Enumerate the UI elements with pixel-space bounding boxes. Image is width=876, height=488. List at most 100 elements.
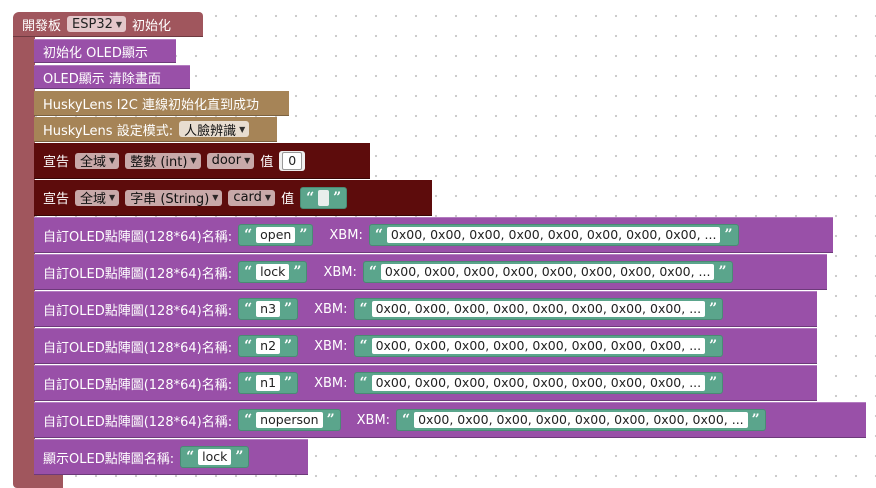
huskylens-mode-value: 人臉辨識: [184, 123, 237, 139]
bitmap-define-block-n3[interactable]: 自訂OLED點陣圖(128*64)名稱: “ n3 ” XBM: “ 0x00,…: [34, 291, 817, 327]
open-quote-icon: “: [306, 189, 315, 206]
xbm-value[interactable]: 0x00, 0x00, 0x00, 0x00, 0x00, 0x00, 0x00…: [371, 301, 706, 317]
close-quote-icon: ”: [333, 189, 342, 206]
close-quote-icon: ”: [751, 412, 760, 428]
oled-clear-block[interactable]: OLED顯示 清除畫面: [34, 65, 190, 89]
open-quote-icon: “: [374, 227, 383, 243]
huskylens-mode-dropdown[interactable]: 人臉辨識 ▼: [179, 121, 250, 139]
open-quote-icon: “: [359, 301, 368, 317]
open-quote-icon: “: [244, 264, 253, 280]
declare-string-type-dropdown[interactable]: 字串 (String) ▼: [125, 189, 223, 207]
xbm-value[interactable]: 0x00, 0x00, 0x00, 0x00, 0x00, 0x00, 0x00…: [386, 227, 721, 243]
xbm-data-string[interactable]: “ 0x00, 0x00, 0x00, 0x00, 0x00, 0x00, 0x…: [353, 372, 724, 394]
bitmap-name-string[interactable]: “ n1 ”: [238, 372, 299, 394]
open-quote-icon: “: [244, 375, 253, 391]
bitmap-define-block-lock[interactable]: 自訂OLED點陣圖(128*64)名稱: “ lock ” XBM: “ 0x0…: [34, 254, 827, 290]
show-bitmap-block[interactable]: 顯示OLED點陣圖名稱: “ lock ”: [34, 439, 308, 475]
bitmap-define-block-noperson[interactable]: 自訂OLED點陣圖(128*64)名稱: “ noperson ” XBM: “…: [34, 402, 866, 438]
chevron-down-icon: ▼: [239, 124, 246, 134]
xbm-value[interactable]: 0x00, 0x00, 0x00, 0x00, 0x00, 0x00, 0x00…: [371, 375, 706, 391]
bitmap-define-block-n2[interactable]: 自訂OLED點陣圖(128*64)名稱: “ n2 ” XBM: “ 0x00,…: [34, 328, 817, 364]
chevron-down-icon: ▼: [115, 19, 123, 29]
open-quote-icon: “: [186, 449, 195, 465]
bitmap-name-string[interactable]: “ noperson ”: [238, 409, 341, 431]
xbm-data-string[interactable]: “ 0x00, 0x00, 0x00, 0x00, 0x00, 0x00, 0x…: [353, 298, 724, 320]
oled-init-label: 初始化 OLED顯示: [43, 45, 148, 61]
bitmap-label: 自訂OLED點陣圖(128*64)名稱:: [43, 229, 233, 245]
declare-int-block[interactable]: 宣告 全域 ▼ 整數 (int) ▼ door ▼ 值 0: [34, 143, 370, 179]
bitmap-name-string[interactable]: “ lock ”: [238, 261, 308, 283]
bitmap-name-string[interactable]: “ open ”: [238, 224, 314, 246]
string-literal-block[interactable]: “ ”: [300, 186, 348, 209]
open-quote-icon: “: [359, 375, 368, 391]
xbm-data-string[interactable]: “ 0x00, 0x00, 0x00, 0x00, 0x00, 0x00, 0x…: [353, 335, 724, 357]
declare-int-type-dropdown[interactable]: 整數 (int) ▼: [125, 152, 201, 170]
bitmap-name-string[interactable]: “ n2 ”: [238, 335, 299, 357]
oled-clear-label: OLED顯示 清除畫面: [43, 71, 161, 87]
huskylens-connect-label: HuskyLens I2C 連線初始化直到成功: [43, 97, 260, 113]
close-quote-icon: ”: [724, 227, 733, 243]
declare-string-label: 宣告: [43, 192, 70, 207]
close-quote-icon: ”: [284, 375, 293, 391]
show-bitmap-name-string[interactable]: “ lock ”: [180, 446, 250, 468]
open-quote-icon: “: [244, 338, 253, 354]
bitmap-name-value[interactable]: noperson: [256, 412, 323, 428]
declare-string-block[interactable]: 宣告 全域 ▼ 字串 (String) ▼ card ▼ 值 “ ”: [34, 180, 432, 216]
huskylens-mode-block[interactable]: HuskyLens 設定模式: 人臉辨識 ▼: [34, 117, 277, 142]
open-quote-icon: “: [244, 227, 253, 243]
close-quote-icon: ”: [235, 449, 244, 465]
huskylens-connect-block[interactable]: HuskyLens I2C 連線初始化直到成功: [34, 91, 289, 116]
xbm-value[interactable]: 0x00, 0x00, 0x00, 0x00, 0x00, 0x00, 0x00…: [414, 412, 748, 428]
hat-label-post: 初始化: [132, 18, 172, 34]
string-value-empty[interactable]: [318, 189, 330, 206]
declare-int-value-label: 值: [260, 155, 274, 170]
name-value: card: [233, 190, 262, 205]
bitmap-define-block-n1[interactable]: 自訂OLED點陣圖(128*64)名稱: “ n1 ” XBM: “ 0x00,…: [34, 365, 817, 401]
close-quote-icon: ”: [293, 264, 302, 280]
oled-init-block[interactable]: 初始化 OLED顯示: [34, 39, 176, 63]
bitmap-name-value[interactable]: n1: [256, 375, 281, 391]
scope-value: 全域: [80, 192, 107, 207]
number-input-block[interactable]: 0: [279, 150, 306, 171]
show-bitmap-name-value[interactable]: lock: [198, 449, 232, 465]
close-quote-icon: ”: [299, 227, 308, 243]
declare-int-name-dropdown[interactable]: door ▼: [206, 152, 255, 169]
close-quote-icon: ”: [284, 338, 293, 354]
bitmap-name-value[interactable]: n3: [256, 301, 281, 317]
declare-string-name-dropdown[interactable]: card ▼: [228, 189, 276, 206]
board-dropdown[interactable]: ESP32 ▼: [67, 16, 127, 32]
open-quote-icon: “: [359, 338, 368, 354]
xbm-label: XBM:: [323, 264, 357, 280]
xbm-data-string[interactable]: “ 0x00, 0x00, 0x00, 0x00, 0x00, 0x00, 0x…: [362, 261, 733, 283]
scope-value: 全域: [80, 155, 107, 170]
declare-int-scope-dropdown[interactable]: 全域 ▼: [75, 152, 120, 170]
bitmap-define-block-open[interactable]: 自訂OLED點陣圖(128*64)名稱: “ open ” XBM: “ 0x0…: [34, 217, 833, 253]
chevron-down-icon: ▼: [109, 193, 116, 202]
bitmap-name-value[interactable]: open: [256, 227, 296, 243]
bitmap-label: 自訂OLED點陣圖(128*64)名稱:: [43, 266, 233, 282]
board-value: ESP32: [72, 16, 113, 32]
bitmap-name-value[interactable]: lock: [256, 264, 290, 280]
xbm-data-string[interactable]: “ 0x00, 0x00, 0x00, 0x00, 0x00, 0x00, 0x…: [396, 409, 766, 431]
bitmap-label: 自訂OLED點陣圖(128*64)名稱:: [43, 377, 233, 393]
xbm-value[interactable]: 0x00, 0x00, 0x00, 0x00, 0x00, 0x00, 0x00…: [380, 264, 715, 280]
chevron-down-icon: ▼: [109, 156, 116, 165]
xbm-label: XBM:: [314, 338, 348, 354]
name-value: door: [211, 153, 242, 168]
declare-string-value-label: 值: [281, 192, 295, 207]
xbm-label: XBM:: [356, 412, 391, 428]
board-init-hat-block[interactable]: 開發板 ESP32 ▼ 初始化: [13, 12, 203, 37]
number-value[interactable]: 0: [282, 151, 303, 170]
bitmap-name-value[interactable]: n2: [256, 338, 281, 354]
declare-string-scope-dropdown[interactable]: 全域 ▼: [75, 189, 120, 207]
xbm-label: XBM:: [329, 227, 363, 243]
hat-stem: [13, 36, 35, 478]
bitmap-name-string[interactable]: “ n3 ”: [238, 298, 299, 320]
huskylens-mode-label: HuskyLens 設定模式:: [43, 123, 174, 139]
xbm-value[interactable]: 0x00, 0x00, 0x00, 0x00, 0x00, 0x00, 0x00…: [371, 338, 706, 354]
xbm-data-string[interactable]: “ 0x00, 0x00, 0x00, 0x00, 0x00, 0x00, 0x…: [368, 224, 739, 246]
chevron-down-icon: ▼: [244, 156, 251, 165]
close-quote-icon: ”: [718, 264, 727, 280]
chevron-down-icon: ▼: [212, 193, 219, 202]
hat-label-pre: 開發板: [22, 18, 62, 34]
